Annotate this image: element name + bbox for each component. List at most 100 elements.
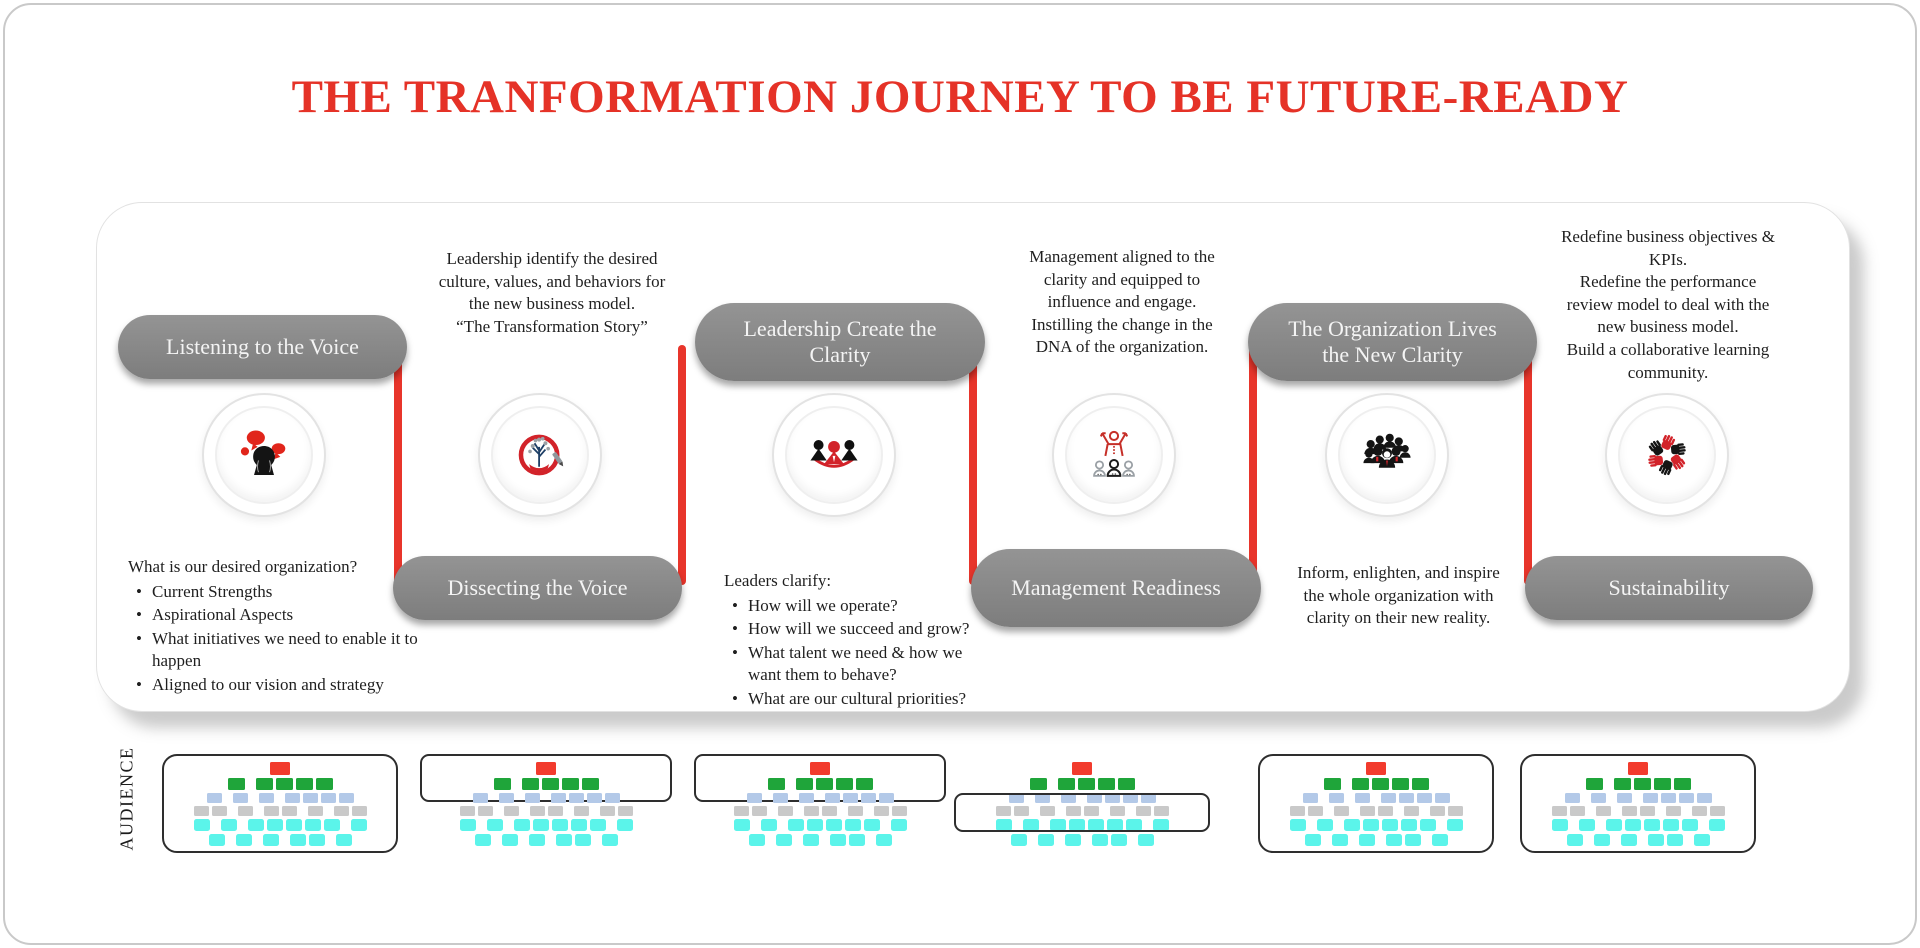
org-cluster [873,806,907,816]
org-box [1010,834,1027,846]
org-box [551,819,568,831]
org-box [237,806,253,816]
org-cluster [1620,834,1637,846]
org-box [1416,793,1432,803]
stage-icon-circle-6 [1605,393,1729,517]
org-box [1064,834,1081,846]
org-box [824,793,840,803]
bullet-item: Current Strengths [128,581,433,604]
org-box [1366,762,1386,775]
connector-line-1 [394,345,402,585]
org-box [1371,778,1389,790]
org-box [1289,806,1305,816]
org-cluster [1304,834,1321,846]
org-box [258,793,274,803]
description-bullet-list: How will we operate? How will we succeed… [724,595,984,711]
connector-line-3 [969,345,977,585]
org-box [1404,834,1421,846]
org-cluster [1049,819,1142,831]
org-box [995,806,1011,816]
org-box [767,778,785,790]
org-cluster [1010,834,1027,846]
org-cluster [1039,806,1055,816]
org-box [227,778,245,790]
org-row-ceo [1072,762,1092,775]
page-title: THE TRANFORMATION JOURNEY TO BE FUTURE-R… [291,71,1629,123]
stage-icon-circle-1 [202,393,326,517]
org-box [760,819,777,831]
org-box [247,819,264,831]
org-box [1097,778,1115,790]
org-cluster [307,806,323,816]
org-box [304,819,321,831]
org-box [528,834,545,846]
org-cluster [227,778,245,790]
org-box [1447,806,1463,816]
org-cluster [1034,793,1050,803]
org-cluster [803,806,837,816]
org-box [1037,834,1054,846]
org-box [486,819,503,831]
org-box [1022,819,1039,831]
org-box [501,834,518,846]
org-cluster [513,819,606,831]
org-box [338,793,354,803]
stage-icon-inner-ring [1338,406,1436,504]
org-cluster [193,819,210,831]
org-box [1135,806,1151,816]
org-box [1621,806,1637,816]
org-cluster [472,793,488,803]
org-box [995,819,1012,831]
org-cluster [247,819,340,831]
org-box [589,819,606,831]
org-box [1403,806,1419,816]
org-rows [166,757,394,846]
org-cluster [550,793,620,803]
org-box [1316,819,1333,831]
org-box [295,778,313,790]
org-cluster [501,834,518,846]
org-cluster [1152,819,1169,831]
org-box [1377,806,1393,816]
org-box [1333,806,1349,816]
org-box [307,806,323,816]
org-cluster [1613,778,1691,790]
org-cluster [258,793,274,803]
org-cluster [599,806,633,816]
org-box [847,806,863,816]
stage-description-5: Inform, enlighten, and inspire the whole… [1297,563,1500,628]
audience-org-chart-2 [420,754,672,851]
org-cluster [1333,806,1349,816]
org-box [873,806,889,816]
org-box [255,778,273,790]
org-box [1086,793,1102,803]
org-row-managers [472,793,620,803]
org-cluster [262,834,279,846]
org-rows [968,757,1196,846]
org-cluster [1354,793,1370,803]
org-box [1049,819,1066,831]
org-cluster [1616,793,1632,803]
org-cluster [824,793,894,803]
org-box [1593,834,1610,846]
org-cluster [1289,806,1323,816]
org-cluster [333,806,367,816]
org-cluster [1628,762,1648,775]
org-box [493,778,511,790]
org-row-managers [206,793,354,803]
org-box [536,762,556,775]
org-cluster [524,793,540,803]
org-box [561,778,579,790]
org-box [350,819,367,831]
org-cluster [1642,793,1712,803]
org-cluster [528,834,545,846]
tree-analysis-icon [518,434,564,476]
org-box [1595,806,1611,816]
org-box [733,819,750,831]
org-cluster [1590,793,1606,803]
org-box [570,819,587,831]
org-cluster [1691,806,1725,816]
org-box [1429,806,1445,816]
org-cluster [767,778,785,790]
org-box [787,819,804,831]
